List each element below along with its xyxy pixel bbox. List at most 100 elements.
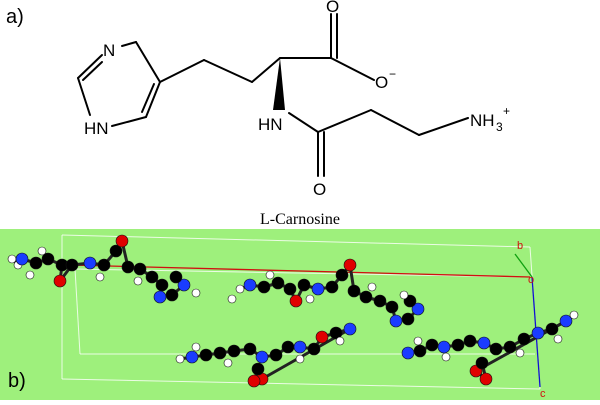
carbon-atom — [165, 288, 179, 302]
unit-cell-edge — [74, 268, 81, 355]
hydrogen-atom — [553, 334, 563, 344]
hydrogen-atom — [191, 288, 201, 298]
carbon-atom — [199, 348, 213, 362]
unit-cell-edge — [61, 378, 541, 390]
oxygen-atom — [315, 330, 329, 344]
hydrogen-atom — [95, 272, 105, 282]
carbon-atom — [155, 278, 169, 292]
bond — [111, 116, 147, 127]
carbon-atom — [401, 312, 415, 326]
carbon-atom — [325, 280, 339, 294]
hydrogen-atom — [175, 354, 185, 364]
carbon-atom — [283, 282, 297, 296]
hydrogen-atom — [399, 290, 409, 300]
atom-o-bottom: O — [313, 180, 326, 199]
axis-a-line — [69, 264, 531, 278]
carbon-atom — [227, 344, 241, 358]
hydrogen-atom — [295, 354, 305, 364]
bond — [370, 109, 420, 136]
nitrogen-atom — [243, 278, 257, 292]
nitrogen-atom — [531, 326, 545, 340]
carbon-atom — [133, 262, 147, 276]
carbon-atom — [243, 342, 257, 356]
carbon-atom — [251, 362, 265, 376]
molecule-caption: L-Carnosine — [260, 211, 340, 228]
hydrogen-atom — [569, 310, 579, 320]
hydrogen-atom — [25, 270, 35, 280]
bond — [135, 41, 161, 83]
hydrogen-atom — [191, 342, 201, 352]
bond — [203, 59, 253, 83]
oxygen-atom — [115, 234, 129, 248]
hydrogen-atom — [37, 246, 47, 256]
hydrogen-atom — [133, 276, 143, 286]
carbon-atom — [213, 346, 227, 360]
bond — [141, 83, 155, 113]
hydrogen-atom — [7, 254, 17, 264]
hydrogen-atom — [441, 352, 451, 362]
carbon-atom — [359, 290, 373, 304]
carbon-atom — [335, 268, 349, 282]
axis-label-o: o — [528, 274, 534, 286]
bond — [288, 112, 319, 133]
carbon-atom — [451, 338, 465, 352]
carbon-atom — [517, 332, 531, 346]
nitrogen-atom — [15, 252, 29, 266]
carbon-atom — [109, 244, 123, 258]
nitrogen-atom — [185, 350, 199, 364]
nitrogen-atom — [559, 314, 573, 328]
hydrogen-atom — [223, 358, 233, 368]
bond — [82, 61, 103, 81]
carbon-atom — [425, 338, 439, 352]
carbon-atom — [281, 340, 295, 354]
hydrogen-atom — [227, 294, 237, 304]
atom-o-minus-charge: − — [389, 67, 396, 81]
carbon-atom — [329, 326, 343, 340]
nitrogen-atom — [311, 282, 325, 296]
carbon-atom — [489, 342, 503, 356]
nitrogen-atom — [343, 322, 357, 336]
carbon-atom — [347, 284, 361, 298]
nitrogen-atom — [437, 340, 451, 354]
carbon-atom — [475, 356, 489, 370]
atom-n-ring: N — [103, 41, 115, 60]
hydrogen-atom — [265, 270, 275, 280]
carbon-atom — [257, 280, 271, 294]
oxygen-atom — [289, 294, 303, 308]
bond — [159, 59, 205, 83]
axis-b-line — [514, 253, 533, 278]
bond — [145, 81, 161, 118]
nitrogen-atom — [255, 350, 269, 364]
carbon-atom — [297, 278, 311, 292]
carbon-atom — [463, 334, 477, 348]
carbon-atom — [271, 276, 285, 290]
panel-b-label: b) — [8, 370, 26, 392]
hydrogen-atom — [335, 336, 345, 346]
carbon-atom — [545, 322, 559, 336]
hydrogen-atom — [235, 284, 245, 294]
oxygen-atom — [479, 372, 493, 386]
bond — [121, 41, 137, 47]
carbon-atom — [97, 258, 111, 272]
atom-nh-ring: HN — [84, 119, 109, 138]
carbon-atom — [169, 270, 183, 284]
nitrogen-atom — [401, 346, 415, 360]
carbon-atom — [41, 252, 55, 266]
atom-nh3-subscript: 3 — [496, 120, 503, 134]
carbon-atom — [373, 294, 387, 308]
carbon-atom — [65, 258, 79, 272]
bond — [330, 57, 375, 81]
oxygen-atom — [247, 374, 261, 388]
axis-label-c: c — [540, 388, 546, 400]
bond — [317, 109, 372, 133]
atom-nh-amide: HN — [258, 115, 283, 134]
carbon-atom — [413, 344, 427, 358]
carbon-atom — [307, 342, 321, 356]
nitrogen-atom — [389, 314, 403, 328]
atom-o-minus: O — [375, 73, 388, 92]
hydrogen-atom — [515, 348, 525, 358]
nitrogen-atom — [293, 340, 307, 354]
carbon-atom — [29, 256, 43, 270]
atom-nh3: NH — [470, 111, 495, 130]
